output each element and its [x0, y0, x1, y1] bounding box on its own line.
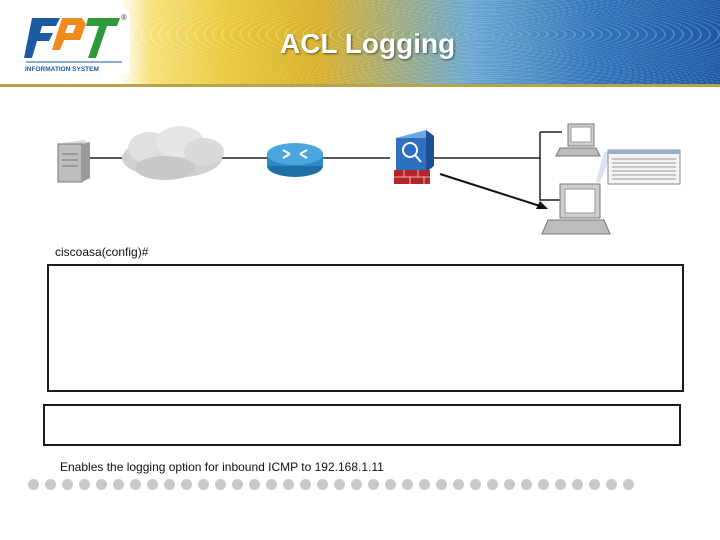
- server-icon: [57, 140, 90, 183]
- divider-dot: [96, 479, 107, 490]
- dot-divider: [28, 479, 693, 493]
- firewall-icon: [394, 130, 434, 184]
- divider-dot: [453, 479, 464, 490]
- divider-dot: [45, 479, 56, 490]
- divider-dot: [470, 479, 481, 490]
- slide-title: ACL Logging: [280, 28, 456, 59]
- divider-dot: [419, 479, 430, 490]
- header-underline: [0, 84, 720, 87]
- divider-dot: [385, 479, 396, 490]
- divider-dot: [232, 479, 243, 490]
- divider-dot: [215, 479, 226, 490]
- divider-dot: [164, 479, 175, 490]
- syslog-window-icon: [607, 149, 681, 185]
- divider-dot: [198, 479, 209, 490]
- divider-dot: [402, 479, 413, 490]
- divider-dot: [317, 479, 328, 490]
- log-arrow: [439, 173, 541, 207]
- divider-dot: [555, 479, 566, 490]
- divider-dot: [334, 479, 345, 490]
- divider-dot: [181, 479, 192, 490]
- logo-caption: INFORMATION SYSTEM: [25, 66, 99, 73]
- slide-header: INFORMATION SYSTEM ® ACL Logging: [0, 0, 720, 87]
- cli-prompt: ciscoasa(config)#: [55, 245, 149, 259]
- divider-dot: [28, 479, 39, 490]
- workstation-icon: [541, 183, 611, 235]
- slide-caption: Enables the logging option for inbound I…: [60, 460, 384, 474]
- fpt-logo: INFORMATION SYSTEM ®: [22, 10, 130, 74]
- divider-dot: [79, 479, 90, 490]
- divider-dot: [283, 479, 294, 490]
- divider-dot: [113, 479, 124, 490]
- divider-dot: [249, 479, 260, 490]
- router-icon: [267, 143, 323, 177]
- divider-dot: [504, 479, 515, 490]
- divider-dot: [436, 479, 447, 490]
- network-diagram: [57, 123, 681, 235]
- command-box: [47, 264, 684, 392]
- divider-dot: [487, 479, 498, 490]
- cloud-icon: [122, 126, 224, 180]
- divider-dot: [538, 479, 549, 490]
- divider-dot: [606, 479, 617, 490]
- workstation-icon: [555, 123, 601, 157]
- divider-dot: [521, 479, 532, 490]
- divider-dot: [351, 479, 362, 490]
- header-decoration: [130, 0, 720, 86]
- divider-dot: [300, 479, 311, 490]
- divider-dot: [130, 479, 141, 490]
- divider-dot: [368, 479, 379, 490]
- registered-mark: ®: [121, 13, 127, 22]
- divider-dot: [62, 479, 73, 490]
- divider-dot: [623, 479, 634, 490]
- divider-dot: [266, 479, 277, 490]
- divider-dot: [147, 479, 158, 490]
- command-detail-box: [43, 404, 681, 446]
- divider-dot: [589, 479, 600, 490]
- divider-dot: [572, 479, 583, 490]
